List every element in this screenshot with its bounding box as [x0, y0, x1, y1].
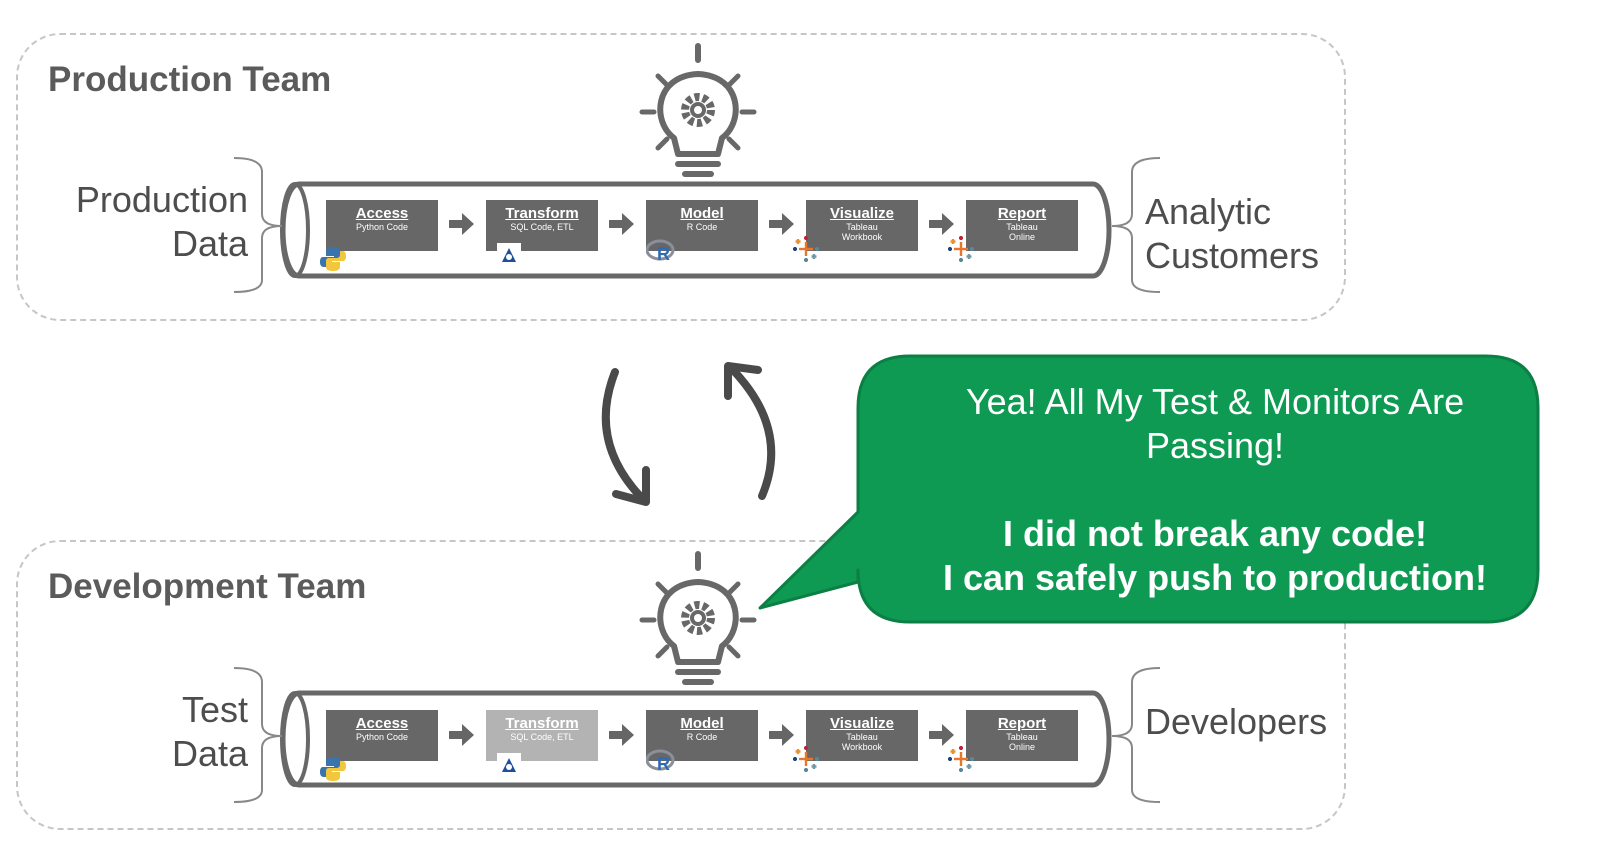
stage-title: Model [680, 205, 724, 222]
arrow-right-icon [769, 213, 794, 235]
analytic-customers-label-line1: Analytic [1145, 191, 1272, 232]
development-stage-visualize: Visualize Tableau Workbook [806, 710, 918, 761]
callout-passing-message: Yea! All My Test & Monitors Are Passing! [875, 380, 1555, 468]
stage-subtitle: Tableau Workbook [841, 222, 883, 242]
production-data-brace [233, 157, 283, 293]
arrow-right-icon [449, 213, 474, 235]
tableau-logo-icon [793, 746, 819, 772]
arrow-right-icon [929, 213, 954, 235]
callout-line-4: I can safely push to production! [942, 557, 1488, 598]
tableau-logo-icon [948, 236, 974, 262]
arrow-right-icon [769, 724, 794, 746]
arrow-right-icon [449, 724, 474, 746]
stage-subtitle: R Code [686, 222, 718, 232]
r-logo-icon: R [646, 749, 675, 774]
production-data-label-line1: Production [75, 179, 248, 220]
arrow-right-icon [609, 724, 634, 746]
stage-title: Transform [505, 715, 579, 732]
arrow-right-icon [609, 213, 634, 235]
test-data-label-line1: Test [181, 689, 248, 730]
stage-subtitle: SQL Code, ETL [510, 222, 574, 232]
production-data-label-line2: Data [171, 223, 248, 264]
test-data-brace [233, 667, 283, 803]
etl-tool-icon [497, 753, 521, 777]
stage-title: Report [997, 205, 1047, 222]
stage-title: Access [355, 715, 409, 732]
analytic-customers-brace [1111, 157, 1161, 293]
production-data-label: Production Data [40, 178, 248, 266]
production-stage-arrows [449, 213, 954, 235]
stage-subtitle: SQL Code, ETL [510, 732, 574, 742]
stage-subtitle: Python Code [355, 222, 409, 232]
callout-line-3: I did not break any code! [1002, 513, 1428, 554]
analytic-customers-label: Analytic Customers [1145, 190, 1319, 278]
analytic-customers-label-line2: Customers [1145, 235, 1320, 276]
tableau-logo-icon [948, 746, 974, 772]
success-speech-bubble [758, 354, 1540, 624]
developers-brace [1111, 667, 1161, 803]
development-lightbulb-icon [642, 554, 754, 682]
production-team-box [16, 33, 1346, 321]
development-stage-report: Report Tableau Online [966, 710, 1078, 761]
stage-subtitle: R Code [686, 732, 718, 742]
callout-line-1: Yea! All My Test & Monitors Are [965, 381, 1465, 422]
python-logo-icon [320, 757, 346, 781]
production-stage-visualize: Visualize Tableau Workbook [806, 200, 918, 251]
stage-subtitle: Tableau Workbook [841, 732, 883, 752]
development-team-title: Development Team [48, 567, 367, 606]
tableau-logo-icon [793, 236, 819, 262]
production-stage-transform: Transform SQL Code, ETL [486, 200, 598, 251]
development-stage-transform: Transform SQL Code, ETL [486, 710, 598, 761]
production-team-title: Production Team [48, 60, 332, 99]
test-data-label-line2: Data [171, 733, 248, 774]
python-logo-icon [320, 247, 346, 271]
stage-title: Access [355, 205, 409, 222]
feedback-up-arrow-icon [724, 362, 776, 500]
r-logo-icon: R [646, 239, 675, 264]
stage-title: Visualize [830, 715, 894, 732]
arrow-right-icon [929, 724, 954, 746]
development-stage-access: Access Python Code [326, 710, 438, 761]
production-pipe [280, 181, 1112, 279]
stage-subtitle: Tableau Online [1006, 222, 1038, 242]
development-stage-arrows [449, 724, 954, 746]
stage-title: Report [997, 715, 1047, 732]
deploy-down-arrow-icon [601, 368, 650, 506]
callout-line-2: Passing! [1145, 425, 1285, 466]
production-stage-access: Access Python Code [326, 200, 438, 251]
development-pipe [280, 690, 1112, 788]
production-stage-report: Report Tableau Online [966, 200, 1078, 251]
development-team-box [16, 540, 1346, 830]
stage-title: Model [680, 715, 724, 732]
stage-title: Visualize [830, 205, 894, 222]
callout-safe-message: I did not break any code! I can safely p… [875, 512, 1555, 600]
svg-text:R: R [657, 754, 670, 774]
test-data-label: Test Data [40, 688, 248, 776]
stage-subtitle: Tableau Online [1006, 732, 1038, 752]
stage-subtitle: Python Code [355, 732, 409, 742]
production-lightbulb-icon [642, 46, 754, 174]
svg-text:R: R [657, 244, 670, 264]
developers-label: Developers [1145, 701, 1328, 742]
stage-title: Transform [505, 205, 579, 222]
etl-tool-icon [497, 243, 521, 267]
